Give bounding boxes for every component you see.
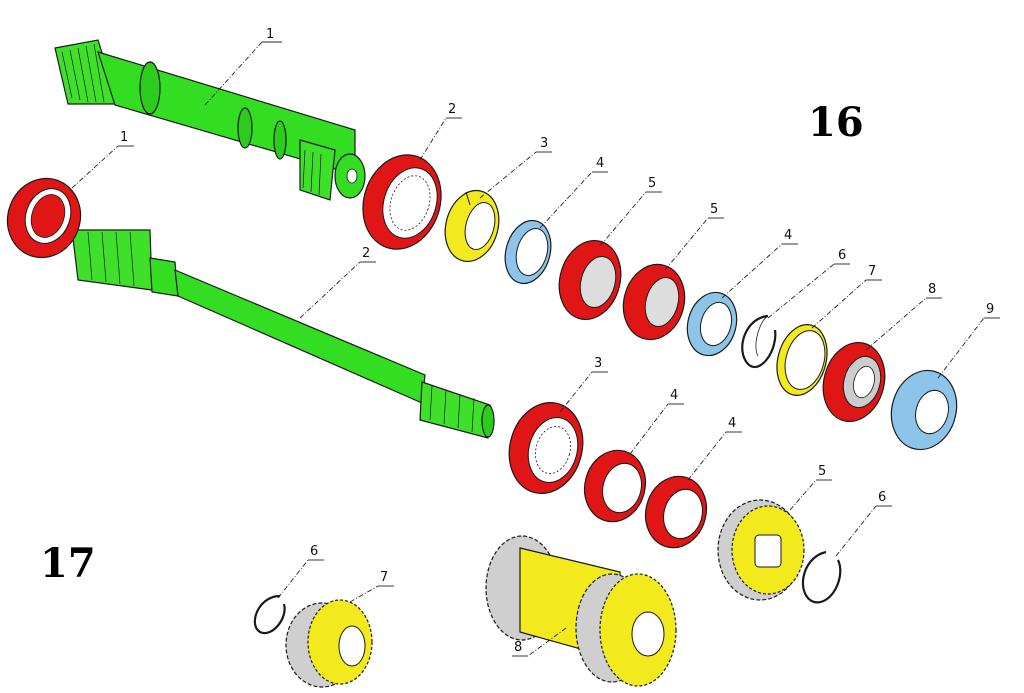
gear-7-bottom bbox=[285, 599, 373, 688]
needle-bearing-5-a bbox=[558, 239, 622, 321]
roller-bearing-2-top bbox=[362, 154, 442, 250]
input-shaft-long bbox=[71, 229, 495, 439]
callout-label: 2 bbox=[362, 246, 370, 261]
split-spacer-3-top bbox=[444, 189, 500, 263]
washer-4-top-b bbox=[686, 291, 738, 357]
callout-label: 4 bbox=[596, 156, 604, 171]
roller-bearing-4-bottom-b bbox=[644, 475, 708, 549]
callout-label: 8 bbox=[514, 640, 522, 655]
callout-label: 1 bbox=[266, 27, 274, 42]
needle-bearing-5-b bbox=[622, 263, 686, 341]
callout-label: 7 bbox=[868, 264, 876, 279]
main-shaft-top bbox=[54, 39, 366, 201]
callout-label: 5 bbox=[710, 202, 718, 217]
callout-label: 5 bbox=[818, 464, 826, 479]
figure-number-16: 16 bbox=[808, 99, 864, 146]
callout-label: 4 bbox=[784, 228, 792, 243]
callout-label: 6 bbox=[878, 490, 886, 505]
callout-label: 9 bbox=[986, 302, 994, 317]
circlip-6-bottom-left bbox=[253, 594, 286, 635]
gear-5-bottom bbox=[717, 499, 805, 601]
figure-number-17: 17 bbox=[40, 540, 96, 587]
washer-4-top-a bbox=[504, 219, 552, 285]
spacer-ring-7-top bbox=[776, 324, 828, 396]
callout-label: 3 bbox=[594, 356, 602, 371]
callout-label: 6 bbox=[838, 248, 846, 263]
bearing-left bbox=[6, 177, 82, 259]
seal-9-top bbox=[890, 369, 958, 451]
callout-label: 4 bbox=[670, 388, 678, 403]
ball-bearing-8-top bbox=[822, 341, 886, 423]
circlip-6-top bbox=[741, 314, 777, 368]
gear-cluster-8 bbox=[485, 535, 677, 687]
callout-label: 4 bbox=[728, 416, 736, 431]
callout-label: 7 bbox=[380, 570, 388, 585]
roller-bearing-4-bottom-a bbox=[583, 449, 647, 523]
callout-label: 1 bbox=[120, 130, 128, 145]
callouts-figure-17: 1 2 3 4 4 5 6 6 7 8 bbox=[71, 130, 892, 657]
circlip-6-bottom-right bbox=[801, 550, 842, 604]
callout-label: 5 bbox=[648, 176, 656, 191]
callout-label: 3 bbox=[540, 136, 548, 151]
callout-label: 8 bbox=[928, 282, 936, 297]
roller-bearing-3-bottom bbox=[508, 402, 584, 494]
callouts-figure-16: 1 2 3 4 5 5 4 6 7 8 9 bbox=[204, 27, 1000, 379]
callout-label: 2 bbox=[448, 102, 456, 117]
callout-label: 6 bbox=[310, 544, 318, 559]
